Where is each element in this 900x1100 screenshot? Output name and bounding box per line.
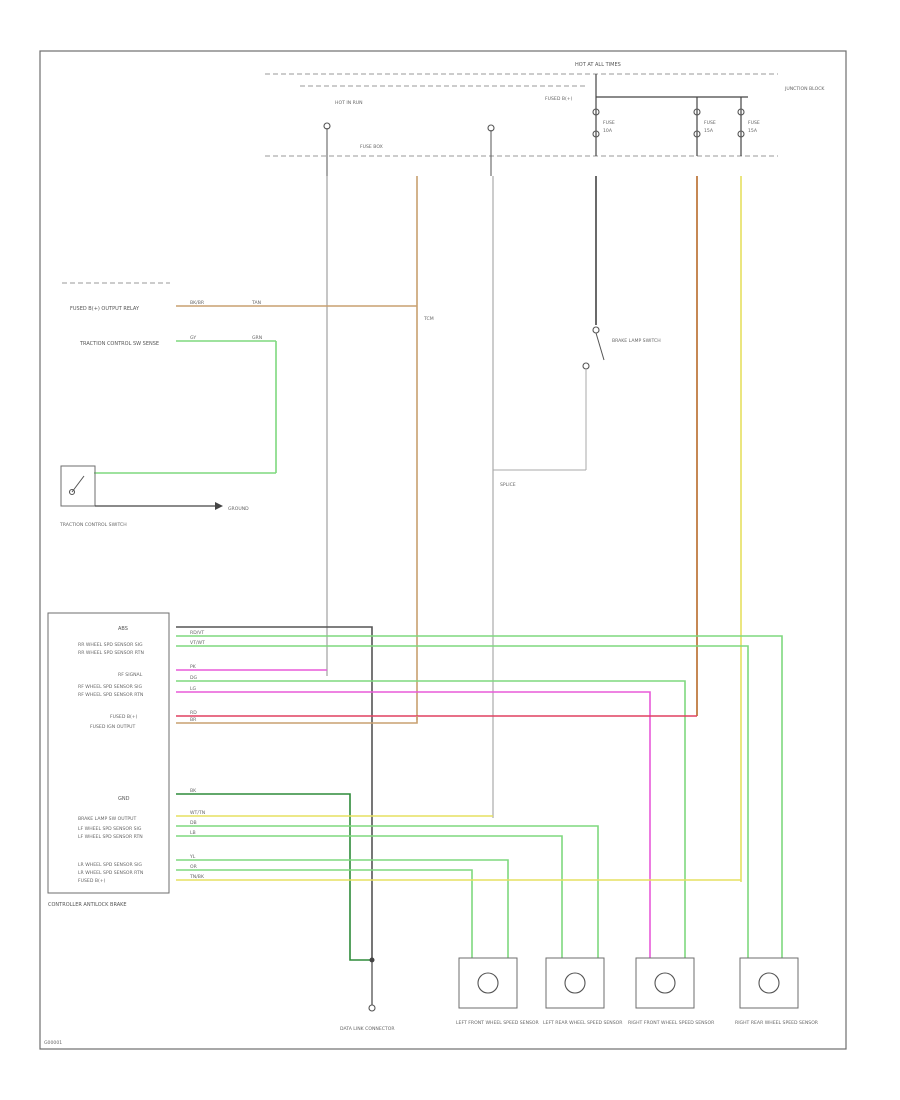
svg-text:TN/BK: TN/BK [189,874,205,880]
svg-text:RD: RD [190,710,197,716]
pin-label-11: BRAKE LAMP SW OUTPUT [78,816,137,822]
svg-text:RD/VT: RD/VT [190,630,204,636]
pin-label-16: FUSED B(+) [78,878,106,884]
pin-label-10: GND [118,796,130,802]
svg-text:BK/BR: BK/BR [190,300,205,306]
wire-darkgreen-gnd [176,793,372,961]
label-hot-at-all-times: HOT AT ALL TIMES [575,62,621,68]
label-data-link: DATA LINK CONNECTOR [340,1026,395,1032]
fuse-3: FUSE 15A [737,97,760,156]
pin-label-7: RF WHEEL SPD SENSOR RTN [78,692,143,698]
svg-text:TAN: TAN [251,300,261,306]
svg-text:PK: PK [190,664,197,670]
svg-text:LG: LG [190,686,197,692]
svg-text:BRAKE LAMP SWITCH: BRAKE LAMP SWITCH [612,338,661,344]
svg-text:WT/TN: WT/TN [190,810,205,816]
controller-antilock-brake [47,612,170,894]
pin-label-2: ABS [118,626,128,632]
pin-label-1: TRACTION CONTROL SW SENSE [79,341,159,347]
svg-text:FUSE: FUSE [603,120,615,126]
diagram-frame [39,50,847,1050]
fuse-2: FUSE 15A [693,97,716,156]
svg-text:TRACTION CONTROL SWITCH: TRACTION CONTROL SWITCH [59,522,127,528]
wire-green-lr-rtn [176,869,473,882]
svg-text:FUSE: FUSE [704,120,716,126]
top-connector-posts [323,122,495,176]
svg-text:LEFT FRONT WHEEL SPEED SENSOR: LEFT FRONT WHEEL SPEED SENSOR [456,1020,540,1026]
svg-text:BK: BK [190,788,197,794]
traction-control-switch[interactable]: TRACTION CONTROL SWITCH [59,465,127,528]
wire-green-lr-sig [176,859,509,882]
wheel-speed-sensor-lr: LEFT REAR WHEEL SPEED SENSOR [543,882,623,1026]
svg-text:LEFT REAR WHEEL SPEED SENSOR: LEFT REAR WHEEL SPEED SENSOR [543,1020,623,1026]
pin-label-13: LF WHEEL SPD SENSOR RTN [78,834,143,840]
label-fuse-relay: FUSED B(+) [545,96,573,102]
label-junction-block: JUNCTION BLOCK [784,86,825,92]
pin-label-3: RR WHEEL SPD SENSOR SIG [78,642,143,648]
wire-pink-rf-rtn [176,691,651,882]
svg-text:10A: 10A [603,128,613,134]
svg-text:15A: 15A [748,128,758,134]
svg-text:LB: LB [190,830,196,836]
pin-label-0: FUSED B(+) OUTPUT RELAY [70,306,140,312]
wheel-speed-sensor-rf: RIGHT FRONT WHEEL SPEED SENSOR [628,882,715,1026]
pin-label-14: LR WHEEL SPD SENSOR SIG [78,862,142,868]
svg-text:GY: GY [190,335,196,341]
label-fuse-box: FUSE BOX [360,144,383,150]
svg-text:YL: YL [189,854,196,860]
wire-black-gnd-top [176,626,373,960]
svg-text:DB: DB [190,820,197,826]
pin-label-9: FUSED IGN OUTPUT [90,724,136,730]
label-hot-in-run: HOT IN RUN [335,100,363,106]
label-tcm: TCM [423,316,434,322]
pin-label-8: FUSED B(+) [110,714,138,720]
svg-text:GRN: GRN [252,335,262,341]
svg-text:15A: 15A [704,128,714,134]
brake-lamp-switch: BRAKE LAMP SWITCH [493,326,661,471]
svg-text:OR: OR [190,864,198,870]
wire-green-rf-sig [176,680,686,882]
wire-green-lf-rtn [176,835,563,882]
label-splice: SPLICE [500,482,516,488]
svg-text:VT/WT: VT/WT [190,640,205,646]
svg-text:FUSE: FUSE [748,120,760,126]
wire-green-lf-sig [176,825,599,882]
pin-label-4: RR WHEEL SPD SENSOR RTN [78,650,144,656]
wire-green-rr-sig [176,635,783,882]
wire-green-rr-rtn [176,645,749,882]
svg-text:DG: DG [190,675,198,681]
label-ground: GROUND [228,506,249,512]
pin-label-6: RF WHEEL SPD SENSOR SIG [78,684,143,690]
label-controller: CONTROLLER ANTILOCK BRAKE [48,902,127,908]
pin-label-12: LF WHEEL SPD SENSOR SIG [78,826,142,832]
svg-text:RIGHT REAR WHEEL SPEED SENSOR: RIGHT REAR WHEEL SPEED SENSOR [735,1020,819,1026]
svg-text:RIGHT FRONT WHEEL SPEED SENSOR: RIGHT FRONT WHEEL SPEED SENSOR [628,1020,715,1026]
figure-id: G00001 [44,1040,62,1046]
fuse-1: FUSE 10A [592,74,615,156]
wire-tan-fused-ign [176,716,418,724]
wheel-speed-sensor-rr: RIGHT REAR WHEEL SPEED SENSOR [735,882,819,1026]
ground-splice [368,957,376,1012]
wheel-speed-sensor-lf: LEFT FRONT WHEEL SPEED SENSOR [456,882,540,1026]
pin-label-5: RF SIGNAL [118,672,143,678]
svg-text:BR: BR [190,717,197,723]
wire-tags: BK/BR TAN GY GRN RD/VT VT/WT PK DG LG RD… [189,300,262,880]
ground-arrow [215,502,223,510]
pin-label-15: LR WHEEL SPD SENSOR RTN [78,870,143,876]
